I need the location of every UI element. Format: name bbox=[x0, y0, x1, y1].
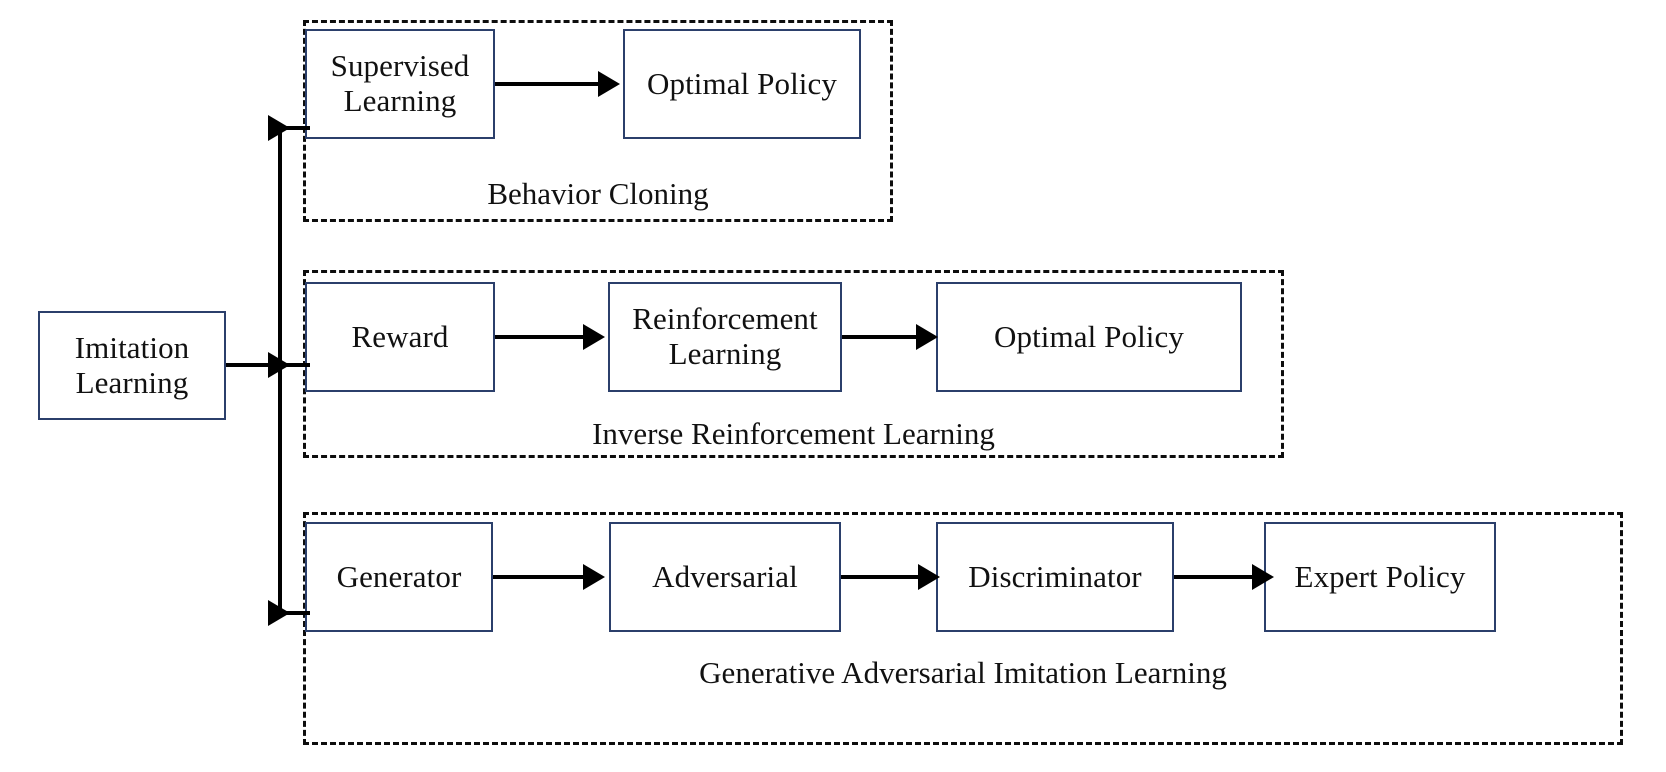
arrowhead-reward-to-rl bbox=[583, 324, 605, 350]
node-label-line1: Generator bbox=[336, 558, 462, 594]
group-label-inverse-reinforcement-learning: Inverse Reinforcement Learning bbox=[592, 416, 995, 451]
node-label-line1: Supervised bbox=[330, 48, 470, 84]
node-adversarial[interactable]: Adversarial bbox=[609, 522, 841, 632]
node-label-line1: Optimal Policy bbox=[647, 65, 837, 101]
connector-branch-1 bbox=[278, 126, 310, 130]
node-optimal-policy-irl[interactable]: Optimal Policy bbox=[936, 282, 1242, 392]
node-label: Optimal Policy bbox=[994, 318, 1184, 355]
node-reward[interactable]: Reward bbox=[305, 282, 495, 392]
node-label-line1: Optimal Policy bbox=[994, 318, 1184, 354]
group-behavior-cloning bbox=[303, 20, 893, 222]
node-optimal-policy-bc[interactable]: Optimal Policy bbox=[623, 29, 861, 139]
node-label: Reinforcement Learning bbox=[632, 301, 818, 371]
node-label: Reward bbox=[351, 318, 449, 355]
group-label-behavior-cloning: Behavior Cloning bbox=[487, 176, 709, 211]
connector-branch-3 bbox=[278, 611, 310, 615]
node-label-line2: Learning bbox=[668, 336, 782, 371]
node-reinforcement-learning[interactable]: Reinforcement Learning bbox=[608, 282, 842, 392]
node-expert-policy[interactable]: Expert Policy bbox=[1264, 522, 1496, 632]
node-label: Expert Policy bbox=[1294, 558, 1466, 595]
node-label-line2: Learning bbox=[343, 83, 457, 118]
node-label: Imitation Learning bbox=[74, 329, 190, 400]
connector-sl-to-op bbox=[495, 82, 600, 86]
connector-root-stub bbox=[226, 363, 282, 367]
node-label-line1: Discriminator bbox=[968, 558, 1142, 594]
node-label: Discriminator bbox=[968, 558, 1142, 595]
node-label: Adversarial bbox=[652, 558, 798, 595]
group-label-generative-adversarial-imitation-learning: Generative Adversarial Imitation Learnin… bbox=[699, 655, 1227, 690]
arrowhead-branch-3 bbox=[268, 600, 290, 626]
group-generative-adversarial-imitation-learning bbox=[303, 512, 1623, 745]
node-label-line1: Adversarial bbox=[652, 558, 798, 594]
connector-discriminator-to-expert-policy bbox=[1174, 575, 1256, 579]
node-label: Optimal Policy bbox=[647, 65, 837, 102]
arrowhead-adversarial-to-discriminator bbox=[918, 564, 940, 590]
node-label: Generator bbox=[336, 558, 462, 595]
node-label-line1: Imitation bbox=[74, 329, 190, 365]
connector-rl-to-op bbox=[842, 335, 920, 339]
arrowhead-branch-2 bbox=[268, 352, 290, 378]
connector-branch-2 bbox=[278, 363, 310, 367]
connector-generator-to-adversarial bbox=[493, 575, 585, 579]
node-generator[interactable]: Generator bbox=[305, 522, 493, 632]
arrowhead-branch-1 bbox=[268, 115, 290, 141]
node-label-line1: Expert Policy bbox=[1294, 558, 1466, 594]
arrowhead-discriminator-to-expert-policy bbox=[1252, 564, 1274, 590]
arrowhead-generator-to-adversarial bbox=[583, 564, 605, 590]
connector-reward-to-rl bbox=[495, 335, 585, 339]
node-label: Supervised Learning bbox=[330, 48, 470, 118]
node-supervised-learning[interactable]: Supervised Learning bbox=[305, 29, 495, 139]
arrowhead-sl-to-op bbox=[598, 71, 620, 97]
connector-adversarial-to-discriminator bbox=[841, 575, 921, 579]
node-imitation-learning[interactable]: Imitation Learning bbox=[38, 311, 226, 420]
node-label-line1: Reward bbox=[351, 318, 449, 354]
node-discriminator[interactable]: Discriminator bbox=[936, 522, 1174, 632]
node-label-line2: Learning bbox=[75, 364, 189, 400]
node-label-line1: Reinforcement bbox=[632, 301, 818, 337]
arrowhead-rl-to-op bbox=[916, 324, 938, 350]
